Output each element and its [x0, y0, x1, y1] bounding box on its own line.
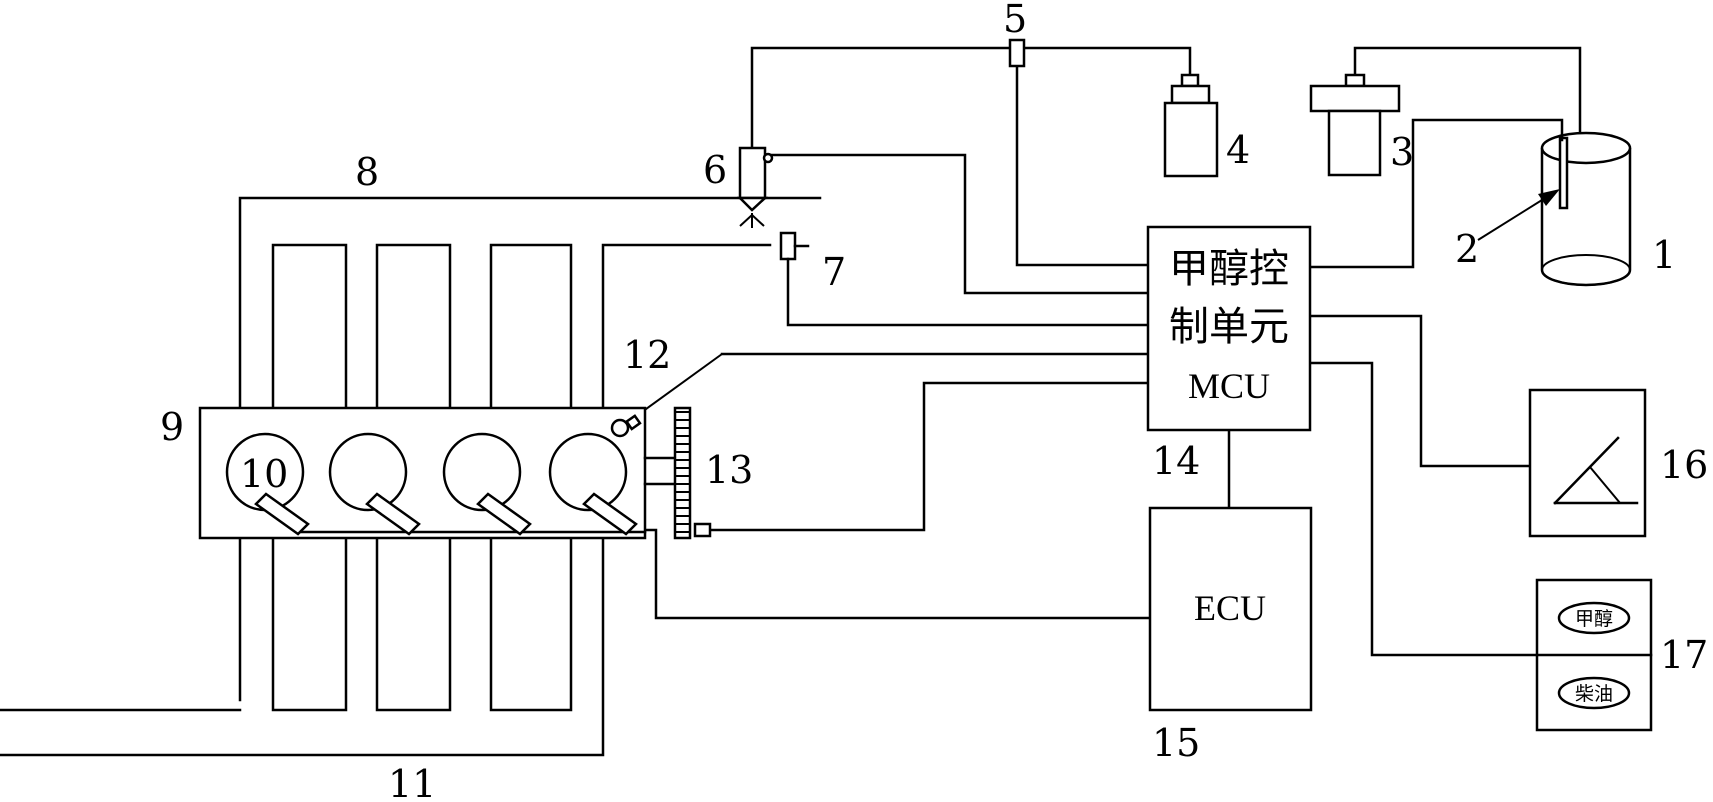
methanol-control-unit-mcu: 甲醇控 制单元 MCU: [1148, 227, 1310, 430]
methanol-mode-label: 甲醇: [1575, 608, 1613, 630]
speed-sensor-13: [695, 524, 710, 536]
ecu-label: ECU: [1194, 588, 1266, 628]
label-3: 3: [1390, 130, 1414, 174]
label-2: 2: [1455, 227, 1479, 271]
label-8: 8: [355, 150, 379, 194]
label-5: 5: [1003, 0, 1027, 41]
label-7: 7: [822, 250, 846, 294]
label-13: 13: [705, 448, 753, 492]
signal-wires: [300, 155, 1537, 655]
arrow-2-line: [1478, 195, 1550, 240]
label-14: 14: [1152, 439, 1200, 483]
mcu-label-line2: 制单元: [1169, 304, 1289, 350]
label-4: 4: [1226, 128, 1250, 172]
label-16: 16: [1660, 443, 1708, 487]
mode-switch-17: 甲醇 柴油: [1537, 580, 1651, 730]
mcu-label-line1: 甲醇控: [1169, 246, 1289, 292]
level-sensor-2: [1560, 138, 1567, 208]
crankshaft: [645, 458, 675, 484]
fuel-pump-4: [1165, 75, 1217, 176]
sensor-12: [612, 420, 628, 436]
accelerator-pedal-16: [1530, 390, 1645, 536]
pressure-sensor-5: [1010, 40, 1024, 66]
mcu-label-line3: MCU: [1188, 366, 1270, 406]
label-9: 9: [160, 405, 184, 449]
label-1: 1: [1652, 233, 1676, 277]
fuel-filter-3: [1311, 75, 1399, 175]
engine-control-unit-ecu: ECU: [1150, 508, 1311, 710]
methanol-injector-6: [740, 148, 772, 228]
intake-sensor-7: [781, 233, 795, 259]
cylinder-2: [330, 434, 406, 510]
label-6: 6: [703, 148, 727, 192]
label-15: 15: [1152, 721, 1200, 765]
diesel-mode-label: 柴油: [1575, 683, 1613, 705]
label-10: 10: [240, 452, 288, 496]
label-11: 11: [388, 762, 436, 802]
label-17: 17: [1660, 633, 1708, 677]
label-12: 12: [623, 333, 671, 377]
methanol-tank-1: [1542, 133, 1630, 285]
